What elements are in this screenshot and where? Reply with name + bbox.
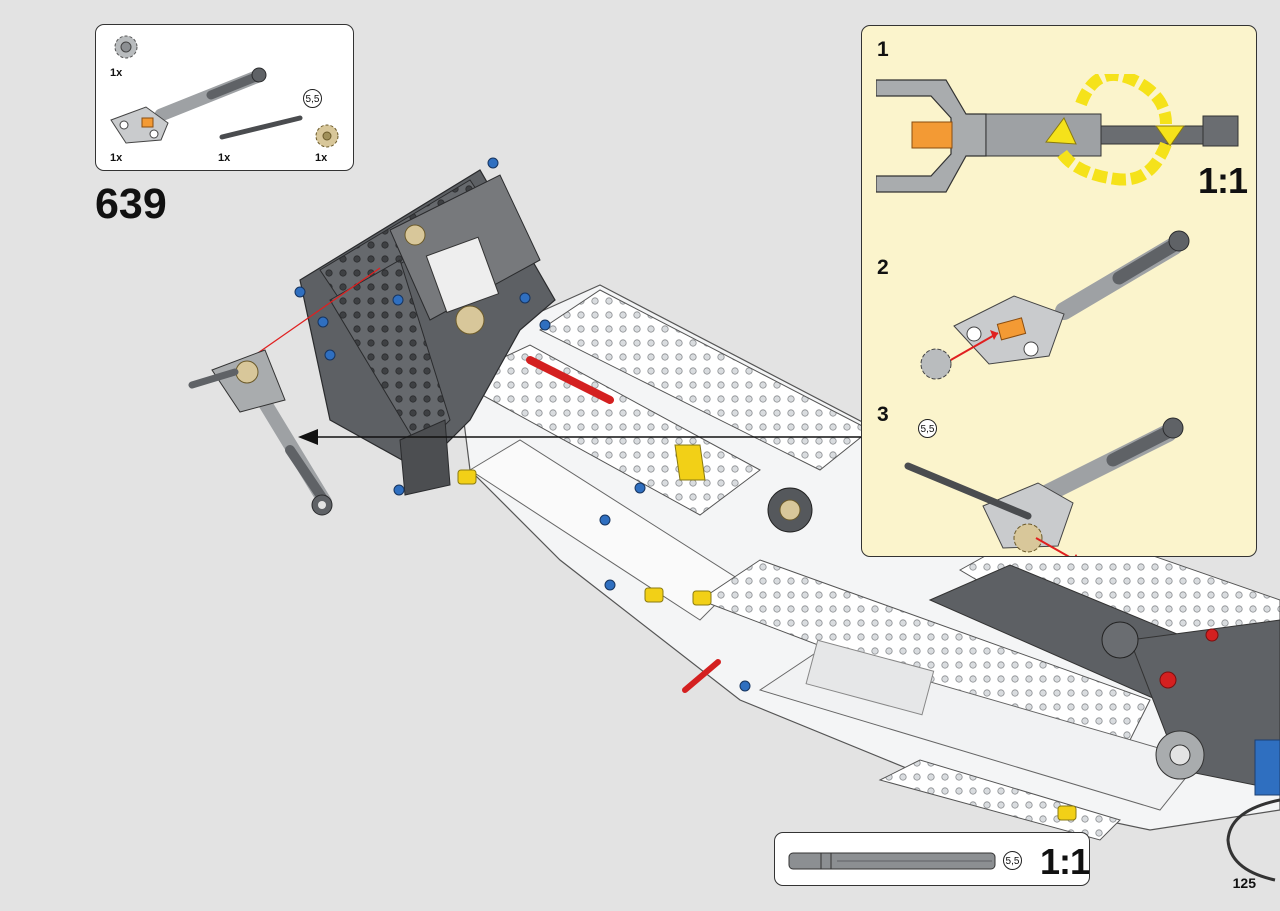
axle-ruler-icon <box>788 852 996 870</box>
ruler-scale-label: 1:1 <box>1040 841 1090 882</box>
placement-arrow <box>298 429 862 445</box>
sub-assembly-callout: 1 1:1 2 3 5,5 <box>861 25 1257 557</box>
parts-qty-axle: 1x <box>218 152 231 164</box>
parts-list-box: 1x 1x 5,5 1x 1x <box>95 24 354 171</box>
substep-1-number: 1 <box>877 38 889 61</box>
axle-ruler-box: 5,5 1:1 <box>774 832 1090 886</box>
substep-2-number: 2 <box>877 256 889 279</box>
gear-12-tooth-tan-icon <box>315 124 339 148</box>
substep-2-illustration <box>920 230 1190 380</box>
parts-qty-gear-gray: 1x <box>110 67 123 79</box>
substep-3-axle-length-badge: 5,5 <box>918 419 937 438</box>
parts-qty-gear-tan: 1x <box>315 152 328 164</box>
substep-1-illustration <box>876 74 1239 193</box>
shock-absorber-subassembly <box>188 349 333 516</box>
substep-3-number: 3 <box>877 403 889 426</box>
shock-absorber-arm-icon <box>110 67 267 144</box>
page-number: 125 <box>1232 875 1256 891</box>
axle-length-badge: 5,5 <box>303 89 322 108</box>
gear-12-tooth-icon <box>114 35 138 59</box>
white-chassis <box>428 284 1280 882</box>
ruler-length-badge: 5,5 <box>1003 851 1022 870</box>
blue-pins <box>294 157 751 692</box>
substep-3-illustration <box>904 417 1184 556</box>
step-number: 639 <box>95 180 167 228</box>
substep-1-scale-label: 1:1 <box>1198 160 1248 201</box>
parts-qty-shock-arm: 1x <box>110 152 123 164</box>
axle-icon <box>219 115 303 140</box>
dark-gray-gearbox <box>299 169 556 496</box>
insertion-pointer-line <box>254 267 381 356</box>
